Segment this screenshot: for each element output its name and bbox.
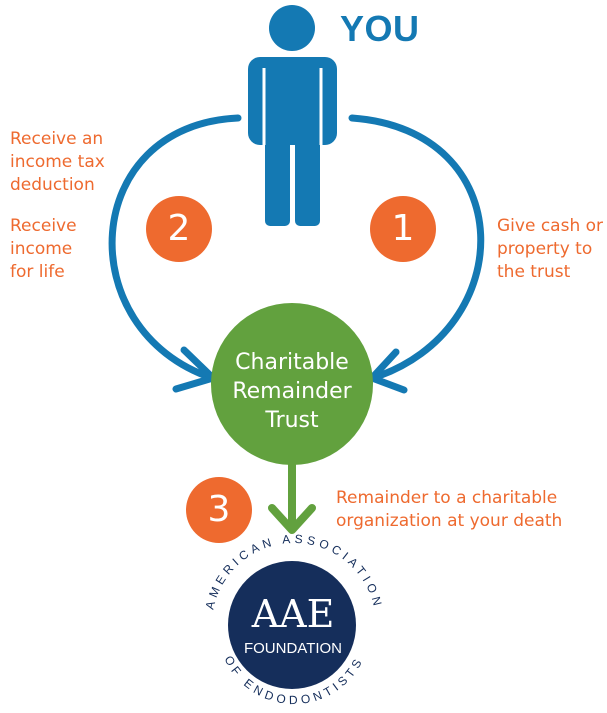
step-3-text: Remainder to a charitable organization a… (336, 488, 563, 531)
step-2-badge: 2 (146, 196, 212, 262)
you-label: YOU (340, 8, 420, 49)
person-icon (248, 5, 337, 226)
trust-circle (211, 303, 373, 465)
step-2-text-top: Receive an income tax deduction (10, 129, 105, 195)
step-1-badge: 1 (370, 196, 436, 262)
step-1-text: Give cash or property to the trust (497, 216, 604, 282)
step-3-badge: 3 (186, 477, 252, 543)
trust-label: Charitable Remainder Trust (232, 350, 352, 433)
logo-monogram: AAE (251, 592, 335, 636)
logo-foundation-text: FOUNDATION (243, 640, 343, 657)
step-2-text-bottom: Receive income for life (10, 216, 77, 282)
down-arrow (268, 462, 316, 534)
